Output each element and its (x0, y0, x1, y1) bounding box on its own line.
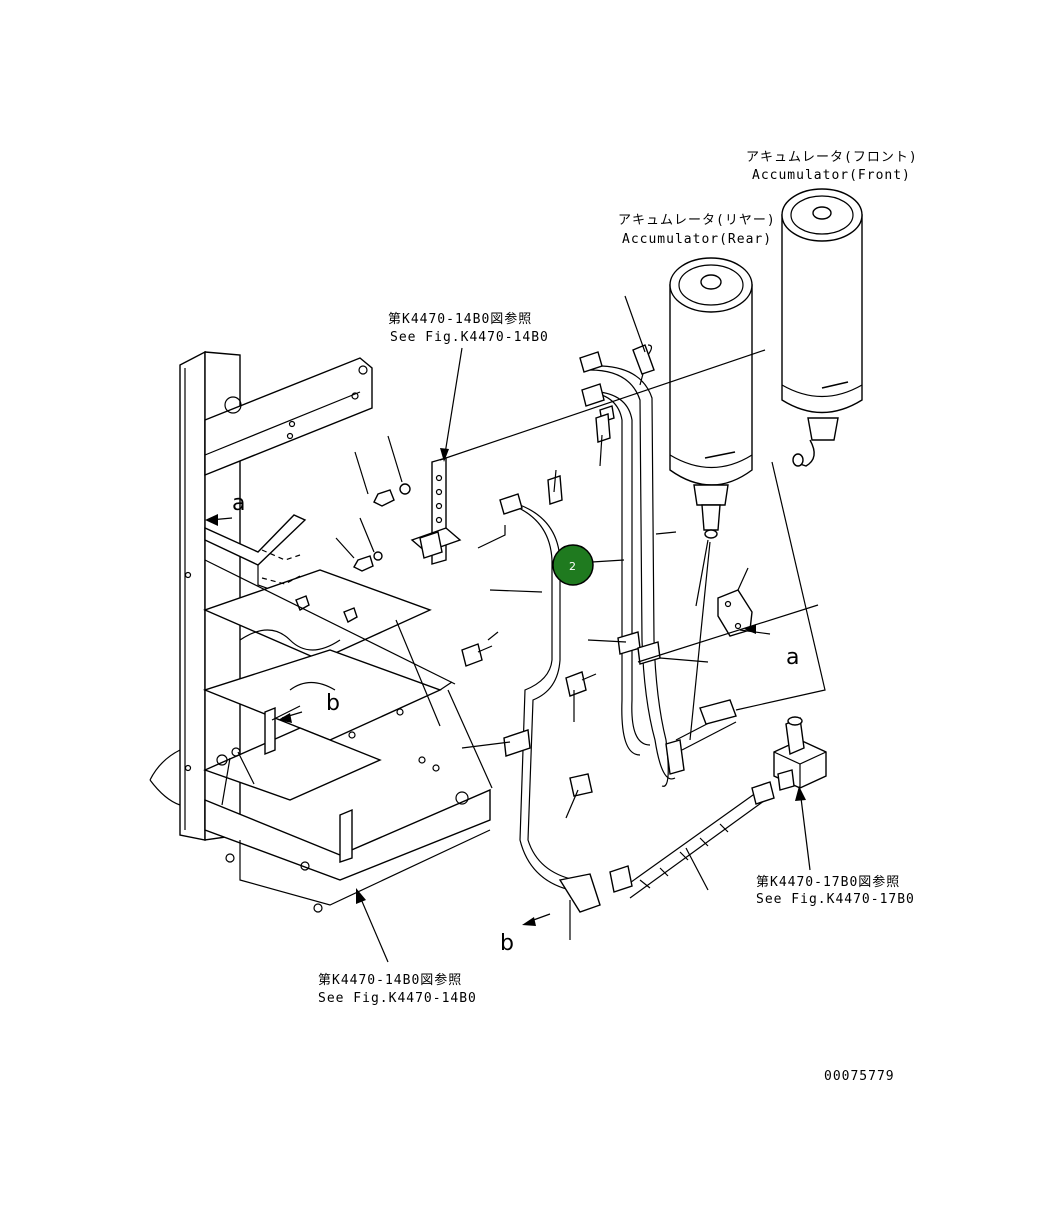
main-frame (149, 350, 491, 913)
label-a-right: a (786, 645, 799, 670)
label-ref-top-jp: 第K4470-14B0図参照 (388, 311, 532, 327)
label-ref-top-en: See Fig.K4470-14B0 (390, 330, 549, 345)
tube-fittings (499, 344, 775, 913)
bolts (419, 531, 597, 797)
callout-2-number: 2 (569, 560, 576, 573)
tube-clamps (503, 631, 661, 757)
callout-2[interactable]: 2 (552, 544, 594, 586)
leader-lines (204, 295, 826, 963)
accumulator-rear (669, 257, 753, 539)
hardware-nuts (295, 483, 411, 623)
label-accumulator-rear-jp: アキュムレータ(リヤー) (618, 213, 776, 228)
hydraulic-tubes (511, 344, 769, 899)
drawing-number: 00075779 (824, 1069, 895, 1084)
label-accumulator-rear-en: Accumulator(Rear) (622, 232, 772, 247)
manifold-block (773, 716, 827, 791)
callout-2-circle[interactable] (552, 544, 594, 586)
label-ref-bottom-en: See Fig.K4470-14B0 (318, 991, 477, 1006)
label-b-bottom: b (500, 931, 514, 956)
label-ref-bottom-jp: 第K4470-14B0図参照 (318, 972, 462, 988)
label-accumulator-front-jp: アキュムレータ(フロント) (746, 150, 918, 165)
label-ref-right-jp: 第K4470-17B0図参照 (756, 874, 900, 890)
label-accumulator-front-en: Accumulator(Front) (752, 168, 911, 183)
label-b-mid: b (326, 691, 340, 716)
label-ref-right-en: See Fig.K4470-17B0 (756, 892, 915, 907)
label-a-left: a (232, 491, 245, 516)
accumulator-front (781, 188, 863, 467)
